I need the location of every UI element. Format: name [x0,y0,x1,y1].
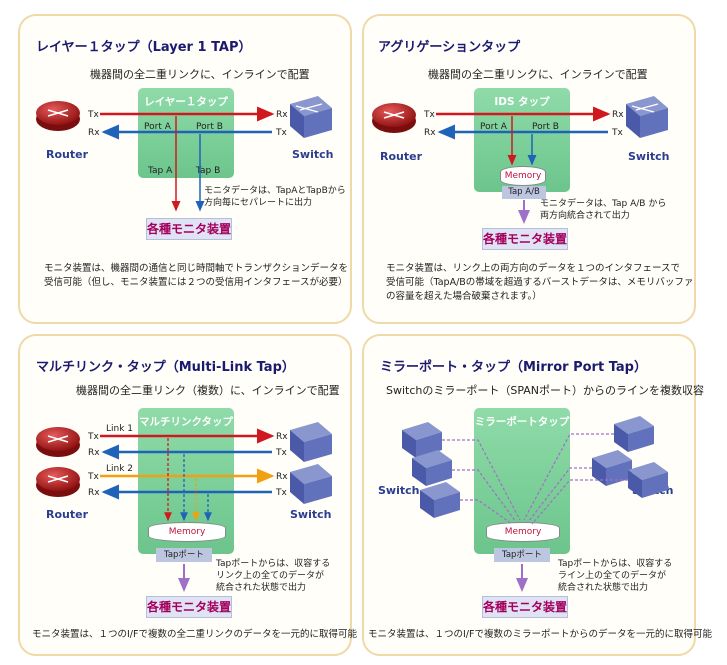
panel-title: アグリゲーションタップ [378,40,521,55]
tx-label-right: Tx [612,128,623,138]
memory-buffer: Memory [500,166,546,186]
panel-title: レイヤー１タップ（Layer 1 TAP） [36,40,252,55]
port-b-label: Port B [532,122,559,132]
tx-label-left-2: Tx [88,472,99,482]
rx-label-right-1: Rx [276,432,288,442]
panel-description: モニタ装置は、リンク上の両方向のデータを１つのインタフェースで 受信可能（Tap… [386,263,694,302]
tx-label-left-1: Tx [88,432,99,442]
switch-label-left: Switch [378,484,420,497]
router-icon-2 [36,467,80,497]
tap-b-label: Tap B [196,166,221,176]
monitor-note: モニタデータは、Tap A/B から 両方向統合されて出力 [540,199,667,221]
tap-title: マルチリンクタップ [138,416,234,428]
memory-buffer: Memory [148,522,226,542]
router-icon-1 [36,427,80,457]
panel-description: モニタ装置は、１つのI/Fで複数の全二重リンクのデータを一元的に取得可能 [32,629,357,640]
tap-title: レイヤー１タップ [144,96,228,108]
tx-label-right-2: Tx [276,488,287,498]
link1-label: Link 1 [106,424,134,434]
switch-icon-left-3 [420,482,460,518]
panel-description: モニタ装置は、機器間の通信と同じ時間軸でトランザクションデータを 受信可能（但し… [44,263,349,288]
switch-label: Switch [292,148,334,161]
rx-label-left: Rx [424,128,436,138]
mirror-lines [442,433,628,525]
router-label: Router [46,508,89,521]
port-b-label: Port B [196,122,223,132]
rx-label-left: Rx [88,128,100,138]
switch-icon-2 [290,464,332,504]
switch-icon-right-1 [614,416,654,452]
ids-tap-device: IDS タップ Port A Port B Memory [474,88,570,192]
rx-label-left-1: Rx [88,448,100,458]
rx-label-right: Rx [276,110,288,120]
panel-title: マルチリンク・タップ（Multi-Link Tap） [36,360,295,375]
panel-subtitle: 機器間の全二重リンクに、インラインで配置 [90,68,310,81]
memory-buffer: Memory [486,522,560,542]
link2-label: Link 2 [106,464,134,474]
port-a-label: Port A [144,122,171,132]
tap-ab-port: Tap A/B [502,186,546,199]
monitor-device: 各種モニタ装置 [146,218,232,240]
switch-label: Switch [290,508,332,521]
panel-subtitle: 機器間の全二重リンクに、インラインで配置 [428,68,648,81]
switch-icon [290,96,332,138]
switch-icon-right-3 [628,462,668,498]
panel-title: ミラーポート・タップ（Mirror Port Tap） [380,360,647,375]
tx-label-left: Tx [88,110,99,120]
rx-label-right-2: Rx [276,472,288,482]
panel-description: モニタ装置は、１つのI/Fで複数のミラーポートからのデータを一元的に取得可能 [368,629,712,640]
rx-label-left-2: Rx [88,488,100,498]
tx-label-left: Tx [424,110,435,120]
tap-port: Tapポート [156,548,212,562]
monitor-note: モニタデータは、TapAとTapBから 方向毎にセパレートに出力 [204,186,346,208]
switch-icon-left-2 [412,450,452,486]
monitor-device: 各種モニタ装置 [146,596,232,618]
panel-subtitle: 機器間の全二重リンク（複数）に、インラインで配置 [76,384,340,397]
tap-title: ミラーポートタップ [474,416,570,428]
mirror-port-tap-device: ミラーポートタップ Memory [474,408,570,554]
router-label: Router [380,150,423,163]
tap-title: IDS タップ [494,96,550,108]
monitor-device: 各種モニタ装置 [482,228,568,250]
monitor-device: 各種モニタ装置 [482,596,568,618]
rx-label-right: Rx [612,110,624,120]
switch-icon [626,96,668,138]
monitor-note: Tapポートからは、収容する ライン上の全てのデータが 統合された状態で出力 [558,559,673,593]
tx-label-right-1: Tx [276,448,287,458]
tap-port: Tapポート [494,548,550,562]
router-icon [36,101,80,131]
tap-a-label: Tap A [148,166,173,176]
switch-icon-1 [290,422,332,462]
switch-label: Switch [628,150,670,163]
panel-subtitle: Switchのミラーポート（SPANポート）からのラインを複数収容 [386,384,705,397]
router-icon [372,103,416,133]
multi-link-tap-device: マルチリンクタップ Memory [138,408,234,554]
port-a-label: Port A [480,122,507,132]
router-label: Router [46,148,89,161]
monitor-note: Tapポートからは、収容する リンク上の全てのデータが 統合された状態で出力 [216,559,331,593]
tx-label-right: Tx [276,128,287,138]
